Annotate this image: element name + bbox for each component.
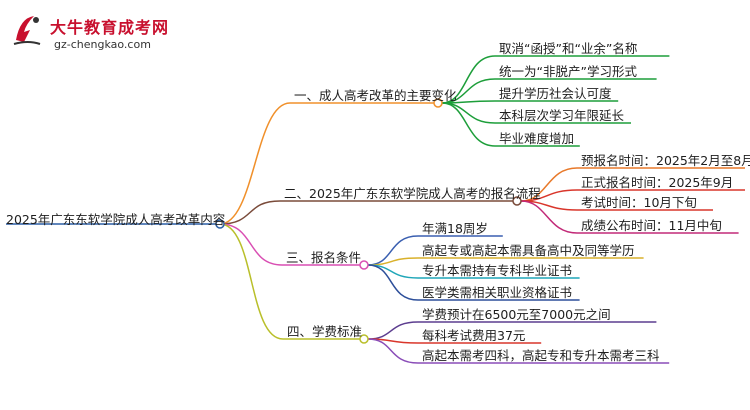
leaf-label[interactable]: 成绩公布时间：11月中旬 (581, 218, 722, 233)
logo-url: gz-chengkao.com (54, 38, 151, 51)
leaf-label[interactable]: 预报名时间：2025年2月至8月 (581, 153, 750, 168)
branch-label[interactable]: 二、2025年广东东软学院成人高考的报名流程 (284, 186, 541, 201)
leaf-connector (441, 102, 496, 147)
branch-connector (219, 102, 291, 225)
leaf-label[interactable]: 年满18周岁 (422, 221, 488, 236)
branch-connector (219, 200, 281, 225)
leaf-label[interactable]: 高起专或高起本需具备高中及同等学历 (422, 243, 635, 258)
leaf-label[interactable]: 考试时间：10月下旬 (581, 195, 697, 210)
leaf-connector (367, 321, 419, 340)
leaf-connector (441, 102, 496, 124)
leaf-label[interactable]: 每科考试费用37元 (422, 328, 526, 343)
branch-label[interactable]: 三、报名条件 (286, 250, 362, 265)
leaf-label[interactable]: 取消“函授”和“业余”名称 (499, 41, 638, 56)
root-topic[interactable]: 2025年广东东软学院成人高考改革内容 (6, 212, 226, 227)
site-logo[interactable]: 大牛教育成考网 gz-chengkao.com (10, 10, 170, 56)
branch-connector (219, 223, 284, 340)
branch-node-circle[interactable] (359, 260, 369, 270)
bull-logo-icon (13, 16, 41, 45)
branch-label[interactable]: 四、学费标准 (287, 324, 363, 339)
leaf-connector (520, 200, 578, 234)
leaf-label[interactable]: 统一为“非脱产”学习形式 (499, 64, 637, 79)
branch-label[interactable]: 一、成人高考改革的主要变化 (294, 88, 457, 103)
branch-node-circle[interactable] (359, 334, 369, 344)
leaf-label[interactable]: 专升本需持有专科毕业证书 (422, 263, 573, 278)
leaf-label[interactable]: 学费预计在6500元至7000元之间 (422, 307, 611, 322)
branch-connector (219, 223, 283, 266)
leaf-label[interactable]: 毕业难度增加 (499, 131, 575, 146)
leaf-connector (367, 338, 419, 364)
branch-node-circle[interactable] (512, 196, 522, 206)
leaf-label[interactable]: 医学类需相关职业资格证书 (422, 285, 573, 300)
leaf-label[interactable]: 高起本需考四科，高起专和专升本需考三科 (422, 348, 660, 363)
logo-title: 大牛教育成考网 (50, 18, 170, 37)
leaf-label[interactable]: 正式报名时间：2025年9月 (581, 175, 734, 190)
leaf-label[interactable]: 提升学历社会认可度 (499, 86, 612, 101)
root-node-circle[interactable] (215, 219, 225, 229)
leaf-connector (367, 264, 419, 301)
leaf-connector (441, 55, 496, 104)
leaf-connector (367, 257, 419, 266)
branch-node-circle[interactable] (433, 98, 443, 108)
leaf-label[interactable]: 本科层次学习年限延长 (499, 108, 625, 123)
